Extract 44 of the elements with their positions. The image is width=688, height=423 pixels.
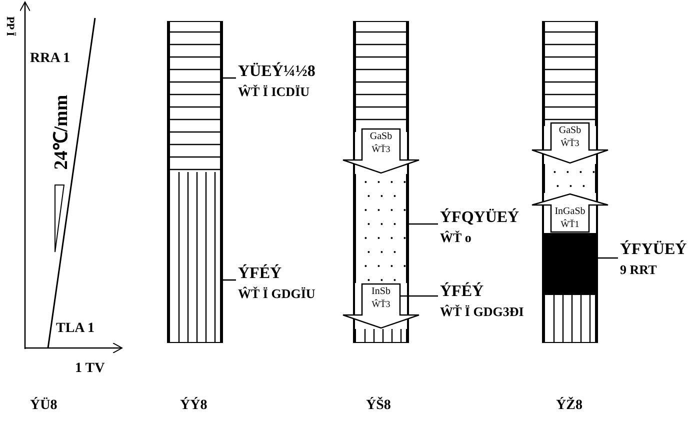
down-arrow-box [342,128,420,174]
striped-layer [168,172,222,342]
arrow-note: ŴŤ3 [372,143,390,156]
arrow-note: ŴŤ3 [560,137,580,150]
material-label: GaSb [558,124,582,137]
layer-label: 9 RRT [620,261,657,279]
layer-label: ŴŤ o [440,229,472,247]
layer-label: YÜEÝ¼½8 [238,62,316,82]
layer-label: ÝFÉÝ [440,282,484,302]
layer-label: ÝFYÜEÝ [620,240,687,260]
layer-label: ÝFQYÜEÝ [440,208,520,228]
down-arrow-box [531,122,609,164]
arrow-note: ŴŤ1 [560,218,580,231]
panel-label: ÝŽ8 [556,396,582,415]
material-label: GaSb [370,130,392,143]
dotted-layer [354,174,408,283]
leader-line [222,77,236,79]
solid-layer [543,233,597,295]
leader-line [400,295,438,297]
arrow-note: ŴŤ3 [372,298,390,311]
layer-label: ŴŤ Ï GDG3ÐI [440,303,524,321]
panel-label: ÝŠ8 [366,396,391,415]
material-label: InSb [372,285,390,298]
up-arrow-box [531,193,609,233]
leader-line [222,279,236,281]
panel-label: ÝÝ8 [180,396,208,415]
leader-line [408,223,438,225]
material-label: InGaSb [554,205,586,218]
striped-layer [543,295,597,342]
axis-label: RRA 1 [30,50,70,68]
layer-label: ÝFÉÝ [238,264,282,284]
layer-label: ŴŤ Ï ICDÏU [238,83,310,101]
layer-label: ŴŤ Ï GDGÏU [238,285,316,303]
striped-layer [354,22,408,132]
gradient-label: 24℃/mm [50,94,73,170]
striped-layer [354,329,408,342]
axis-label: 1 TV [75,360,105,378]
striped-layer [543,22,597,126]
down-arrow-box [342,283,420,329]
leader-line [597,257,618,259]
axis-label: PP Ï [3,16,18,36]
striped-layer [168,22,222,172]
panel-label: ÝÜ8 [30,396,58,415]
axis-label: TLA 1 [56,320,95,338]
